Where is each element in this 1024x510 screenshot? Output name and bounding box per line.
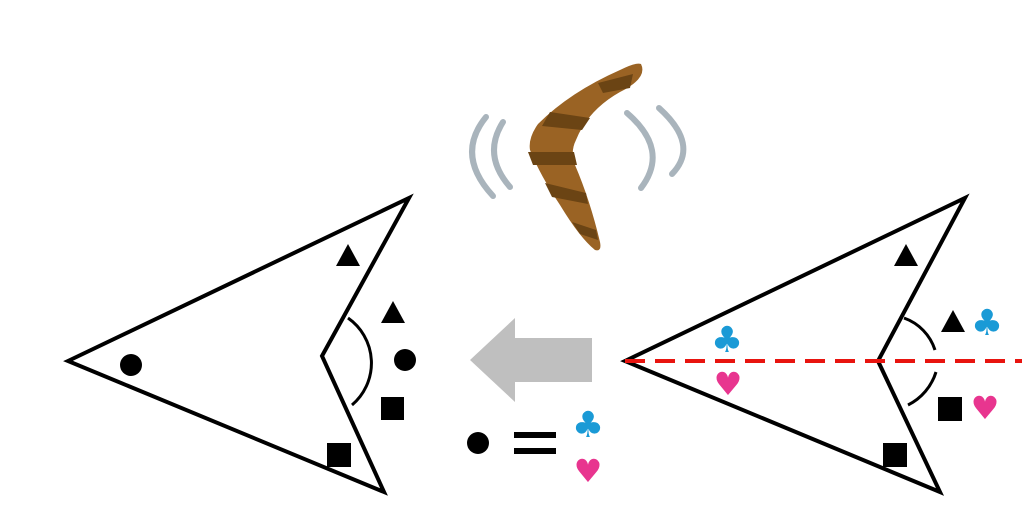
club-icon: ♣ [971,303,1003,344]
boomerang-illustration [469,63,687,251]
triangle-mark [381,301,405,323]
circle-mark [394,349,416,371]
square-mark [938,397,962,421]
equals-sign-top [514,432,556,438]
boomerang-icon [529,63,643,251]
square-mark [327,443,351,467]
triangle-mark [941,310,965,332]
club-icon: ♣ [711,320,743,361]
angle-equation: ♣ ♥ [467,405,604,490]
circle-mark [467,432,489,454]
angle-arc-upper [903,316,937,351]
angle-arc [347,316,373,407]
motion-lines-icon [469,105,687,199]
triangle-mark [894,244,918,266]
left-quadrilateral [63,193,416,496]
triangle-mark [336,244,360,266]
equals-sign-bottom [514,448,556,454]
left-arrow-icon [470,318,592,402]
club-icon: ♣ [572,405,604,446]
angle-arc-lower [907,371,938,407]
heart-icon: ♥ [714,365,743,403]
heart-icon: ♥ [971,389,1000,427]
circle-mark [120,354,142,376]
boomerang-stripes [528,74,633,240]
heart-icon: ♥ [574,452,603,490]
square-mark [883,443,907,467]
square-mark [381,397,404,420]
right-quadrilateral: ♣ ♥ ♣ ♥ [620,193,1022,496]
